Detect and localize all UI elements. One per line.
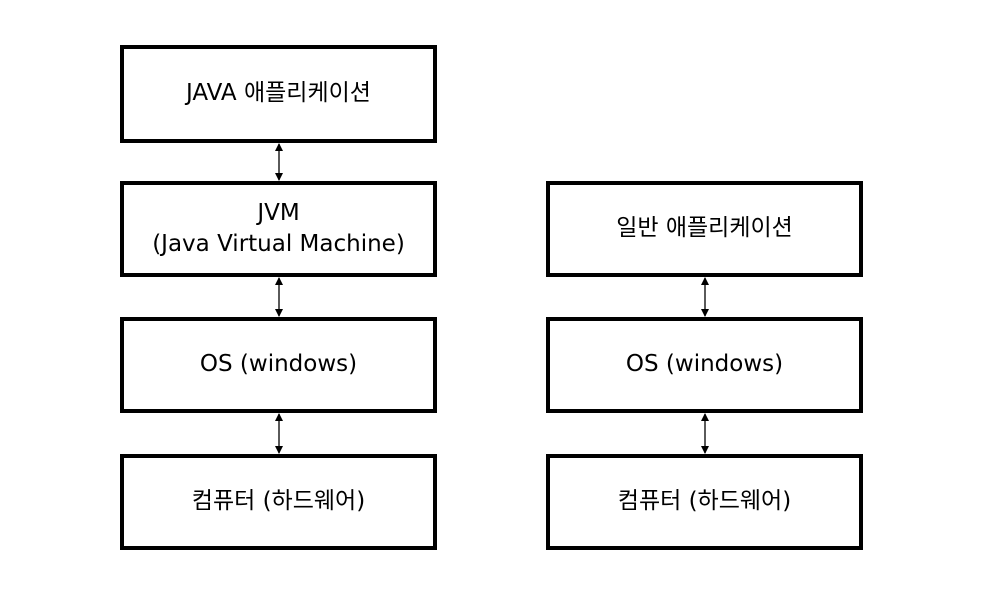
box-label: 컴퓨터 (하드웨어) — [617, 488, 792, 515]
box-label: OS (windows) — [625, 351, 784, 378]
box-sublabel: (Java Virtual Machine) — [152, 231, 405, 257]
hardware-box-right: 컴퓨터 (하드웨어) — [546, 454, 863, 550]
java-application-box: JAVA 애플리케이션 — [120, 45, 437, 143]
jvm-box: JVM (Java Virtual Machine) — [120, 181, 437, 277]
box-label: 일반 애플리케이션 — [616, 215, 793, 242]
box-label: JVM — [257, 199, 300, 226]
os-box-right: OS (windows) — [546, 317, 863, 413]
box-label: JAVA 애플리케이션 — [186, 80, 371, 107]
general-application-box: 일반 애플리케이션 — [546, 181, 863, 277]
hardware-box-left: 컴퓨터 (하드웨어) — [120, 454, 437, 550]
os-box-left: OS (windows) — [120, 317, 437, 413]
box-label: OS (windows) — [199, 351, 358, 378]
box-label: 컴퓨터 (하드웨어) — [191, 488, 366, 515]
